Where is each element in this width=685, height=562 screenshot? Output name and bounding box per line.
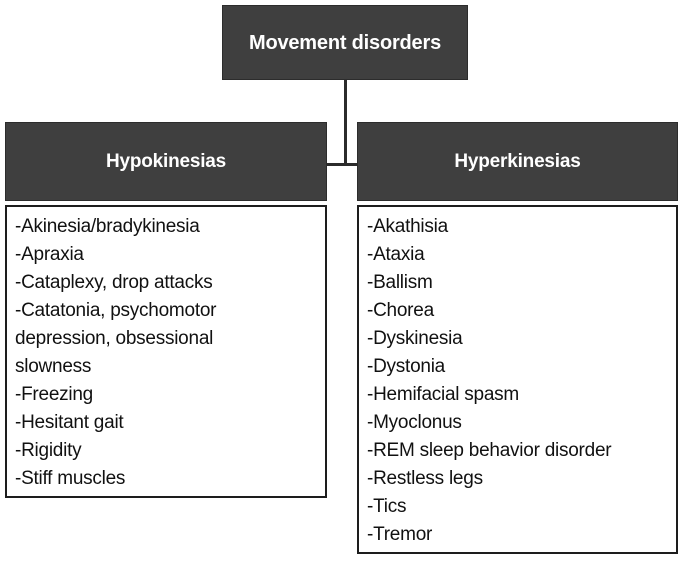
list-item: -Dyskinesia bbox=[367, 328, 463, 349]
list-item: -Apraxia bbox=[15, 244, 84, 265]
hyperkinesias-item-list: -Akathisia -Ataxia -Ballism -Chorea -Dys… bbox=[367, 213, 676, 549]
list-item: -Stiff muscles bbox=[15, 468, 126, 489]
root-node-movement-disorders: Movement disorders bbox=[222, 5, 468, 80]
branch-body-hyperkinesias: -Akathisia -Ataxia -Ballism -Chorea -Dys… bbox=[357, 205, 678, 554]
list-item: -REM sleep behavior disorder bbox=[367, 440, 612, 461]
list-item: -Dystonia bbox=[367, 356, 445, 377]
list-item: -Ballism bbox=[367, 272, 433, 293]
root-node-label: Movement disorders bbox=[248, 31, 441, 54]
branch-hyperkinesias: Hyperkinesias -Akathisia -Ataxia -Ballis… bbox=[357, 122, 678, 554]
list-item: -Restless legs bbox=[367, 468, 483, 489]
list-item: -Tics bbox=[367, 496, 407, 517]
connector-horizontal-line bbox=[327, 163, 360, 166]
list-item: -Freezing bbox=[15, 384, 93, 405]
list-item: -Akathisia bbox=[367, 216, 448, 237]
list-item: -Hemifacial spasm bbox=[367, 384, 520, 405]
branch-header-hypokinesias: Hypokinesias bbox=[5, 122, 327, 201]
list-item: -Hesitant gait bbox=[15, 412, 124, 433]
list-item: -Myoclonus bbox=[367, 412, 462, 433]
list-item: -Rigidity bbox=[15, 440, 82, 461]
branch-header-label: Hyperkinesias bbox=[454, 150, 581, 172]
branch-header-label: Hypokinesias bbox=[105, 150, 227, 172]
connector-vertical-line bbox=[344, 80, 347, 165]
hypokinesias-item-list: -Akinesia/bradykinesia -Apraxia -Cataple… bbox=[15, 213, 325, 493]
list-item: -Tremor bbox=[367, 524, 433, 545]
list-item: -Catatonia, psychomotor depression, obse… bbox=[15, 300, 217, 377]
branch-hypokinesias: Hypokinesias -Akinesia/bradykinesia -Apr… bbox=[5, 122, 327, 498]
branch-body-hypokinesias: -Akinesia/bradykinesia -Apraxia -Cataple… bbox=[5, 205, 327, 498]
list-item: -Cataplexy, drop attacks bbox=[15, 272, 213, 293]
branch-header-hyperkinesias: Hyperkinesias bbox=[357, 122, 678, 201]
list-item: -Akinesia/bradykinesia bbox=[15, 216, 200, 237]
list-item: -Chorea bbox=[367, 300, 434, 321]
list-item: -Ataxia bbox=[367, 244, 425, 265]
